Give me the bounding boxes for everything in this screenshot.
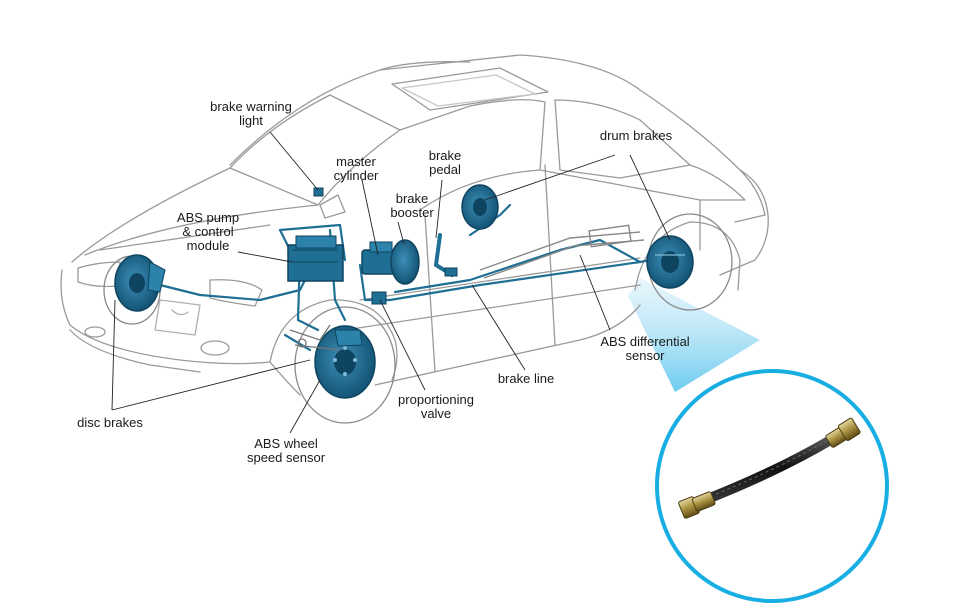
label-disc-brakes: disc brakes <box>77 415 143 430</box>
label-brake-line: brake line <box>497 371 555 386</box>
car-outline <box>60 54 769 424</box>
brake-booster <box>390 239 420 285</box>
drum-brake-left-rear <box>461 184 499 230</box>
front-suspension <box>289 324 341 351</box>
hose-fitting-right <box>825 417 861 448</box>
brake-hose-callout <box>655 369 889 603</box>
disc-brake-left-front <box>114 254 166 312</box>
label-drum-brakes: drum brakes <box>599 128 673 143</box>
drum-brake-right-rear <box>646 235 694 289</box>
hose-fitting-left <box>678 491 716 519</box>
brake-pedal <box>433 233 458 277</box>
brake-warning-light-icon <box>313 187 324 197</box>
disc-brake-right-front <box>314 325 376 399</box>
brake-hose-icon <box>705 433 839 503</box>
proportioning-valve <box>371 291 387 305</box>
abs-pump-module <box>287 235 344 282</box>
leader-lines <box>111 131 671 434</box>
callout-beam <box>628 278 760 392</box>
master-cylinder <box>361 241 401 275</box>
driveshaft <box>479 224 645 279</box>
